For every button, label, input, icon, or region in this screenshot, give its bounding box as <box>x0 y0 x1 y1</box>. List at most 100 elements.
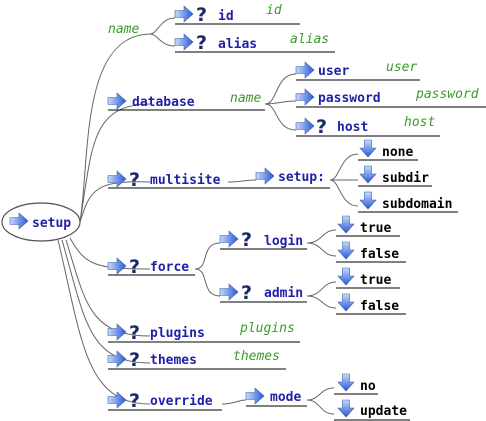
question-mark-icon: ? <box>241 282 252 304</box>
edge-root-plugins <box>65 239 151 337</box>
admin-false-label: false <box>360 299 399 314</box>
node-override[interactable]: ? override <box>107 390 213 412</box>
node-password[interactable]: password <box>295 88 381 106</box>
edge-force-login <box>194 242 221 270</box>
alias-label: alias <box>218 37 257 52</box>
database-edge-label: name <box>230 91 261 106</box>
right-arrow-icon <box>295 61 315 79</box>
down-arrow-icon <box>359 139 377 158</box>
option-none-label: none <box>382 145 413 160</box>
setup-option-label: setup: <box>278 170 325 185</box>
admin-true-label: true <box>360 273 391 288</box>
mode-no-label: no <box>360 379 376 394</box>
option-admin-true[interactable]: true <box>337 267 391 288</box>
root-label: setup <box>32 216 71 231</box>
node-multisite[interactable]: ? multisite <box>107 169 221 191</box>
id-label: id <box>218 9 234 24</box>
database-label: database <box>132 95 195 110</box>
question-mark-icon: ? <box>241 229 252 251</box>
themes-value-label: themes <box>233 349 280 364</box>
node-admin[interactable]: ? admin <box>219 282 303 304</box>
password-value-label: password <box>415 87 479 102</box>
down-arrow-icon <box>337 241 355 260</box>
question-mark-icon: ? <box>196 32 207 54</box>
edge-force-admin <box>194 268 221 297</box>
edge-setup-none <box>329 153 359 181</box>
edge-admin-true <box>306 281 337 297</box>
right-arrow-icon <box>219 283 239 301</box>
question-mark-icon: ? <box>129 349 140 371</box>
edge-root-force <box>69 237 151 270</box>
edge-root-name <box>79 33 151 223</box>
edge-root-themes <box>61 239 151 364</box>
right-arrow-icon <box>245 387 265 405</box>
right-arrow-icon <box>107 92 127 110</box>
node-login[interactable]: ? login <box>219 229 303 251</box>
themes-label: themes <box>150 353 197 368</box>
node-id[interactable]: ? id <box>174 4 234 26</box>
option-subdir[interactable]: subdir <box>359 165 429 186</box>
host-value-label: host <box>404 115 435 130</box>
option-mode-update[interactable]: update <box>337 399 407 419</box>
node-database[interactable]: database <box>107 92 195 110</box>
login-label: login <box>264 234 303 249</box>
question-mark-icon: ? <box>129 256 140 278</box>
edge-name-alias <box>149 33 176 47</box>
edge-override-mode <box>221 399 247 405</box>
password-label: password <box>318 91 381 106</box>
node-force[interactable]: ? force <box>107 256 189 278</box>
option-login-false[interactable]: false <box>337 241 399 262</box>
node-plugins[interactable]: ? plugins <box>107 322 205 344</box>
node-user[interactable]: user <box>295 61 349 79</box>
option-admin-false[interactable]: false <box>337 293 399 314</box>
edges <box>57 17 359 415</box>
question-mark-icon: ? <box>196 4 207 26</box>
underlines <box>108 23 486 421</box>
down-arrow-icon <box>337 293 355 312</box>
edge-name-id <box>149 17 176 35</box>
right-arrow-icon <box>174 5 194 23</box>
node-host[interactable]: ? host <box>295 116 368 138</box>
right-arrow-icon <box>107 257 127 275</box>
down-arrow-icon <box>337 267 355 286</box>
edge-mode-update <box>306 399 335 415</box>
login-true-label: true <box>360 221 391 236</box>
top-edge-label: name <box>108 22 139 37</box>
host-label: host <box>337 120 368 135</box>
node-setup-option[interactable]: setup: <box>255 167 325 185</box>
node-alias[interactable]: ? alias <box>174 32 257 54</box>
right-arrow-icon <box>107 323 127 341</box>
question-mark-icon: ? <box>316 116 327 138</box>
edge-mode-no <box>306 387 335 401</box>
mode-label: mode <box>270 390 301 405</box>
right-arrow-icon <box>255 167 275 185</box>
option-subdomain[interactable]: subdomain <box>359 191 452 212</box>
alias-value-label: alias <box>290 32 329 47</box>
override-label: override <box>150 394 213 409</box>
node-themes[interactable]: ? themes <box>107 349 197 371</box>
edge-setup-subdomain <box>329 179 359 207</box>
down-arrow-icon <box>359 165 377 184</box>
admin-label: admin <box>264 286 303 301</box>
edge-admin-false <box>306 295 337 309</box>
node-mode[interactable]: mode <box>245 387 301 405</box>
user-value-label: user <box>386 60 417 75</box>
right-arrow-icon <box>107 391 127 409</box>
right-arrow-icon <box>174 33 194 51</box>
edge-root-override <box>57 239 151 405</box>
edge-root-database <box>79 103 151 223</box>
edge-root-multisite <box>79 181 151 223</box>
edge-db-host <box>264 103 297 131</box>
option-subdomain-label: subdomain <box>382 197 452 212</box>
edge-login-true <box>306 229 337 244</box>
edge-db-password <box>264 100 297 105</box>
option-none[interactable]: none <box>359 139 413 160</box>
multisite-label: multisite <box>150 173 221 188</box>
mode-update-label: update <box>360 404 407 419</box>
option-login-true[interactable]: true <box>337 215 391 236</box>
down-arrow-icon <box>359 191 377 210</box>
question-mark-icon: ? <box>129 390 140 412</box>
root-node[interactable]: setup <box>1 202 81 242</box>
option-mode-no[interactable]: no <box>337 373 376 394</box>
